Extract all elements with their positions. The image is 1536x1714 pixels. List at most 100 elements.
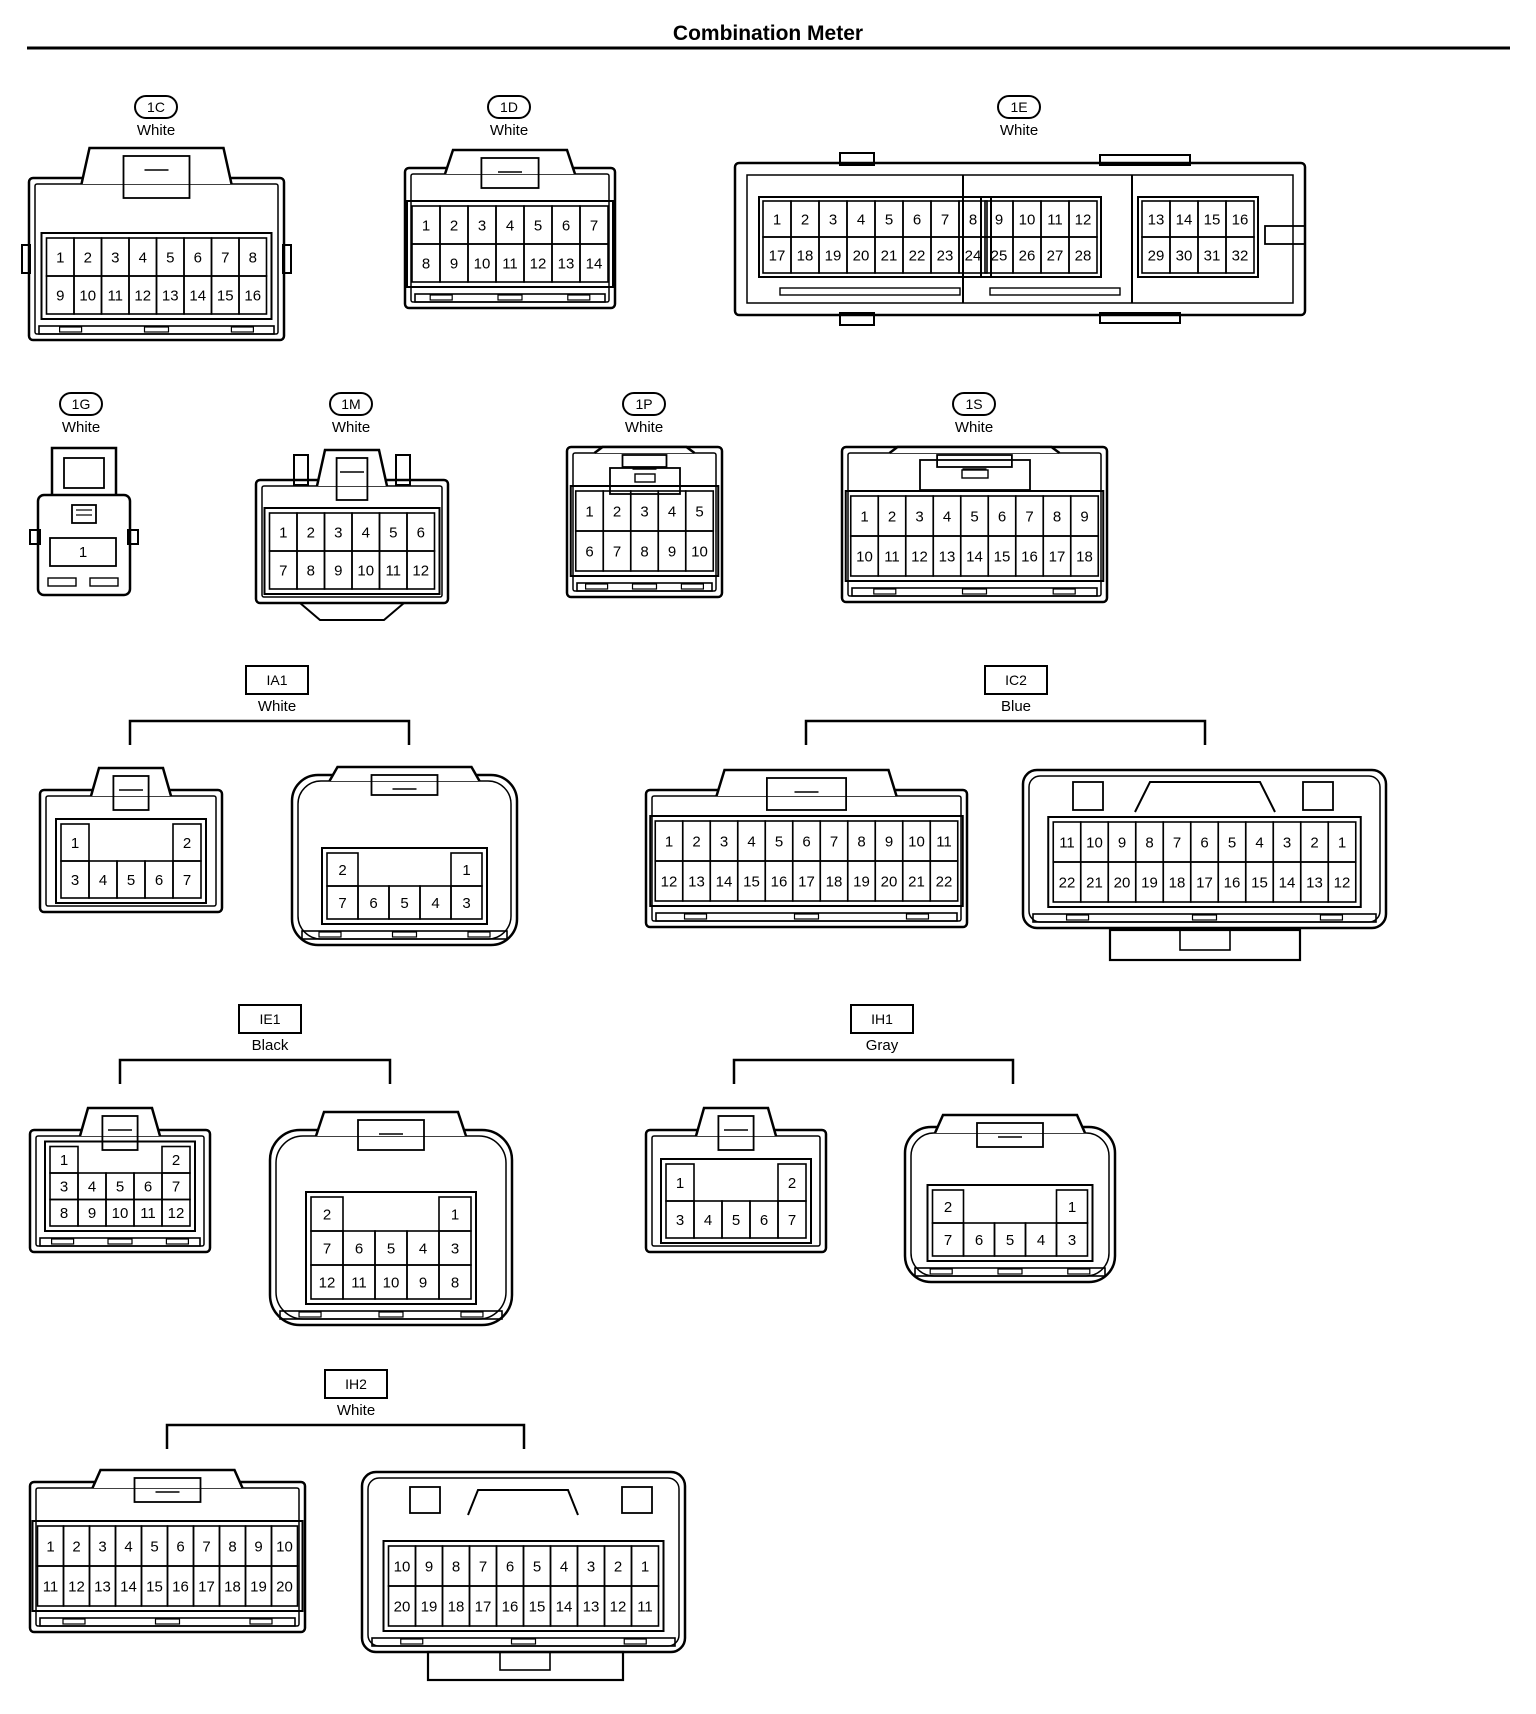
- connector-id-box: [850, 1004, 914, 1034]
- connector-color: White: [62, 419, 100, 436]
- pin-number: 9: [995, 211, 1003, 228]
- pin-number: 20: [276, 1578, 293, 1595]
- connector-id-oval: [622, 392, 666, 416]
- pin-number: 5: [127, 872, 135, 889]
- pin-number: 1: [860, 508, 868, 525]
- connector-id: 1S: [965, 396, 982, 412]
- pin-number: 20: [853, 247, 870, 264]
- pin-number: 7: [183, 872, 191, 889]
- lock-latch: [91, 1468, 244, 1489]
- pin-number: 8: [857, 833, 865, 850]
- connector-id-oval: [329, 392, 373, 416]
- pin-number: 7: [279, 562, 287, 579]
- pin-number: 5: [166, 249, 174, 266]
- pin-number: 3: [111, 249, 119, 266]
- pin-number: 6: [194, 249, 202, 266]
- connector-color: Black: [252, 1037, 289, 1054]
- pin-number: 1: [1068, 1199, 1076, 1216]
- connector-housing: [733, 161, 1307, 317]
- pin-number: 10: [1086, 834, 1103, 851]
- pin-number: 16: [502, 1598, 519, 1615]
- pin-number: 1: [422, 217, 430, 234]
- pin-number: 16: [1232, 211, 1249, 228]
- pin-number: 3: [640, 503, 648, 520]
- pin-number: 5: [970, 508, 978, 525]
- pin-number: 9: [334, 562, 342, 579]
- lock-latch: [443, 148, 577, 175]
- pin-number: 1: [585, 503, 593, 520]
- pin-number: 8: [249, 249, 257, 266]
- pin-number: 5: [533, 1558, 541, 1575]
- pin-number: 7: [338, 895, 346, 912]
- pin-number: 19: [421, 1598, 438, 1615]
- pin-number: 20: [394, 1598, 411, 1615]
- pin-number: 4: [88, 1179, 96, 1196]
- pin-number: 10: [1019, 211, 1036, 228]
- pin-number: 23: [937, 247, 954, 264]
- pin-number: 13: [1148, 211, 1165, 228]
- pin-number: 10: [856, 548, 873, 565]
- pin-number: 3: [1068, 1232, 1076, 1249]
- pin-number: 5: [732, 1212, 740, 1229]
- pin-number: 2: [172, 1152, 180, 1169]
- pin-number: 8: [1145, 834, 1153, 851]
- pin-cavity: [238, 275, 268, 315]
- pin-number: 30: [1176, 247, 1193, 264]
- pin-number: 1: [279, 524, 287, 541]
- pin-number: 21: [908, 873, 925, 890]
- pin-number: 3: [71, 872, 79, 889]
- pin-number: 1: [79, 544, 87, 561]
- pin-number: 19: [853, 873, 870, 890]
- pin-number: 4: [747, 833, 755, 850]
- pin-number: 15: [217, 287, 234, 304]
- connector-id: 1G: [72, 396, 91, 412]
- pin-number: 14: [1176, 211, 1193, 228]
- pin-number: 32: [1232, 247, 1249, 264]
- pin-number: 4: [943, 508, 951, 525]
- pin-number: 3: [676, 1212, 684, 1229]
- pin-number: 12: [412, 562, 429, 579]
- pin-number: 13: [94, 1578, 111, 1595]
- pin-number: 3: [587, 1558, 595, 1575]
- pin-number: 8: [60, 1205, 68, 1222]
- pin-number: 4: [1255, 834, 1263, 851]
- pin-number: 11: [884, 548, 900, 565]
- pin-number: 19: [1141, 874, 1158, 891]
- pin-number: 9: [885, 833, 893, 850]
- pin-cavity: [929, 860, 959, 902]
- connector-color: White: [1000, 122, 1038, 139]
- pin-number: 14: [716, 873, 733, 890]
- pin-number: 2: [944, 1199, 952, 1216]
- connector-id-oval: [997, 95, 1041, 119]
- connector-color: White: [955, 419, 993, 436]
- pin-number: 21: [881, 247, 898, 264]
- pin-number: 4: [506, 217, 514, 234]
- pin-number: 28: [1075, 247, 1092, 264]
- pin-number: 3: [1283, 834, 1291, 851]
- pin-number: 11: [1059, 834, 1075, 851]
- pin-number: 9: [1118, 834, 1126, 851]
- connector-id-box: [984, 665, 1048, 695]
- pin-number: 3: [462, 895, 470, 912]
- pin-number: 6: [760, 1212, 768, 1229]
- pair-bracket: [118, 1058, 392, 1084]
- lock-latch: [328, 765, 481, 782]
- pin-number: 6: [176, 1538, 184, 1555]
- pin-number: 18: [826, 873, 843, 890]
- pin-number: 10: [112, 1205, 129, 1222]
- pin-number: 10: [908, 833, 925, 850]
- pin-number: 7: [221, 249, 229, 266]
- pin-number: 7: [788, 1212, 796, 1229]
- pin-cavity: [270, 1565, 299, 1607]
- pair-bracket: [165, 1423, 526, 1449]
- pin-number: 11: [936, 833, 952, 850]
- pin-number: 4: [704, 1212, 712, 1229]
- pin-number: 9: [254, 1538, 262, 1555]
- pin-number: 15: [994, 548, 1011, 565]
